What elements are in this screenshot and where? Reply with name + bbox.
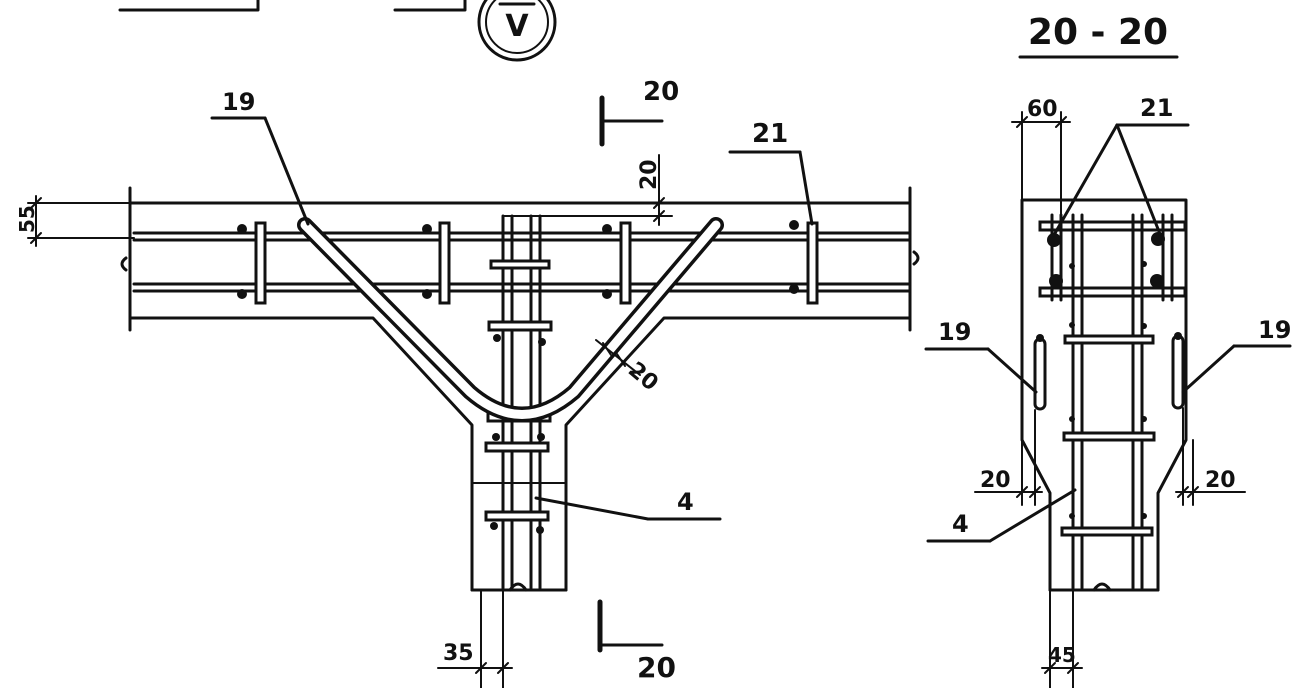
dimension-20-diagonal: 20 xyxy=(595,339,663,396)
dim-55-label: 55 xyxy=(15,205,39,233)
column-cage xyxy=(484,214,553,590)
section-title: 20 - 20 xyxy=(1028,12,1168,53)
callout-21-label: 21 xyxy=(752,119,788,149)
main-view: 20 20 19 21 4 xyxy=(15,77,920,688)
section-dimension-60: 60 xyxy=(1011,97,1071,216)
section-callout-21-label: 21 xyxy=(1140,94,1173,122)
section-dim-20-right-label: 20 xyxy=(1205,468,1236,493)
section-callout-4-label: 4 xyxy=(952,510,969,538)
section-title-group: 20 - 20 xyxy=(1018,12,1179,59)
section-outline xyxy=(1020,198,1188,592)
section-dim-45-label: 45 xyxy=(1048,643,1076,667)
section-callout-19-right: 19 xyxy=(1181,316,1292,394)
concrete-outline xyxy=(120,186,920,592)
section-cut-top: 20 xyxy=(599,77,679,147)
callout-4: 4 xyxy=(534,488,722,521)
beam-stirrups xyxy=(237,220,819,305)
dimension-20-top: 20 xyxy=(539,154,673,226)
section-callout-19-left: 19 xyxy=(924,318,1038,394)
dim-20-top-label: 20 xyxy=(637,159,662,190)
section-callout-19-right-label: 19 xyxy=(1258,316,1291,344)
section-dimension-20-left: 20 xyxy=(974,409,1043,506)
section-beam-cage xyxy=(1038,213,1187,302)
detail-mark-label: V xyxy=(505,9,529,44)
dim-60-label: 60 xyxy=(1027,97,1058,122)
dim-35-label: 35 xyxy=(443,641,474,666)
section-column-bars xyxy=(1060,213,1156,590)
callout-19-label: 19 xyxy=(222,88,255,116)
callout-21: 21 xyxy=(728,119,814,226)
section-mark-top: 20 xyxy=(643,77,679,107)
section-dim-20-left-label: 20 xyxy=(980,468,1011,493)
section-bent-bars xyxy=(1033,332,1185,411)
bent-bar-19 xyxy=(297,217,724,423)
section-callout-21: 21 xyxy=(1052,94,1190,237)
dim-20-diag-label: 20 xyxy=(623,357,663,396)
section-mark-bottom: 20 xyxy=(637,651,676,684)
dimension-55: 55 xyxy=(15,195,135,247)
section-callout-4: 4 xyxy=(926,488,1077,543)
section-view: 60 21 19 19 20 xyxy=(924,94,1292,688)
callout-19: 19 xyxy=(210,88,310,226)
callout-4-label: 4 xyxy=(677,488,694,516)
dimension-35: 35 xyxy=(437,589,513,688)
section-dimension-45: 45 xyxy=(1041,589,1083,688)
section-cut-bottom: 20 xyxy=(597,599,676,684)
section-dimension-20-right: 20 xyxy=(1175,407,1246,506)
section-callout-19-left-label: 19 xyxy=(938,318,971,346)
frame-remnants xyxy=(118,0,467,12)
detail-mark: V xyxy=(477,0,557,62)
